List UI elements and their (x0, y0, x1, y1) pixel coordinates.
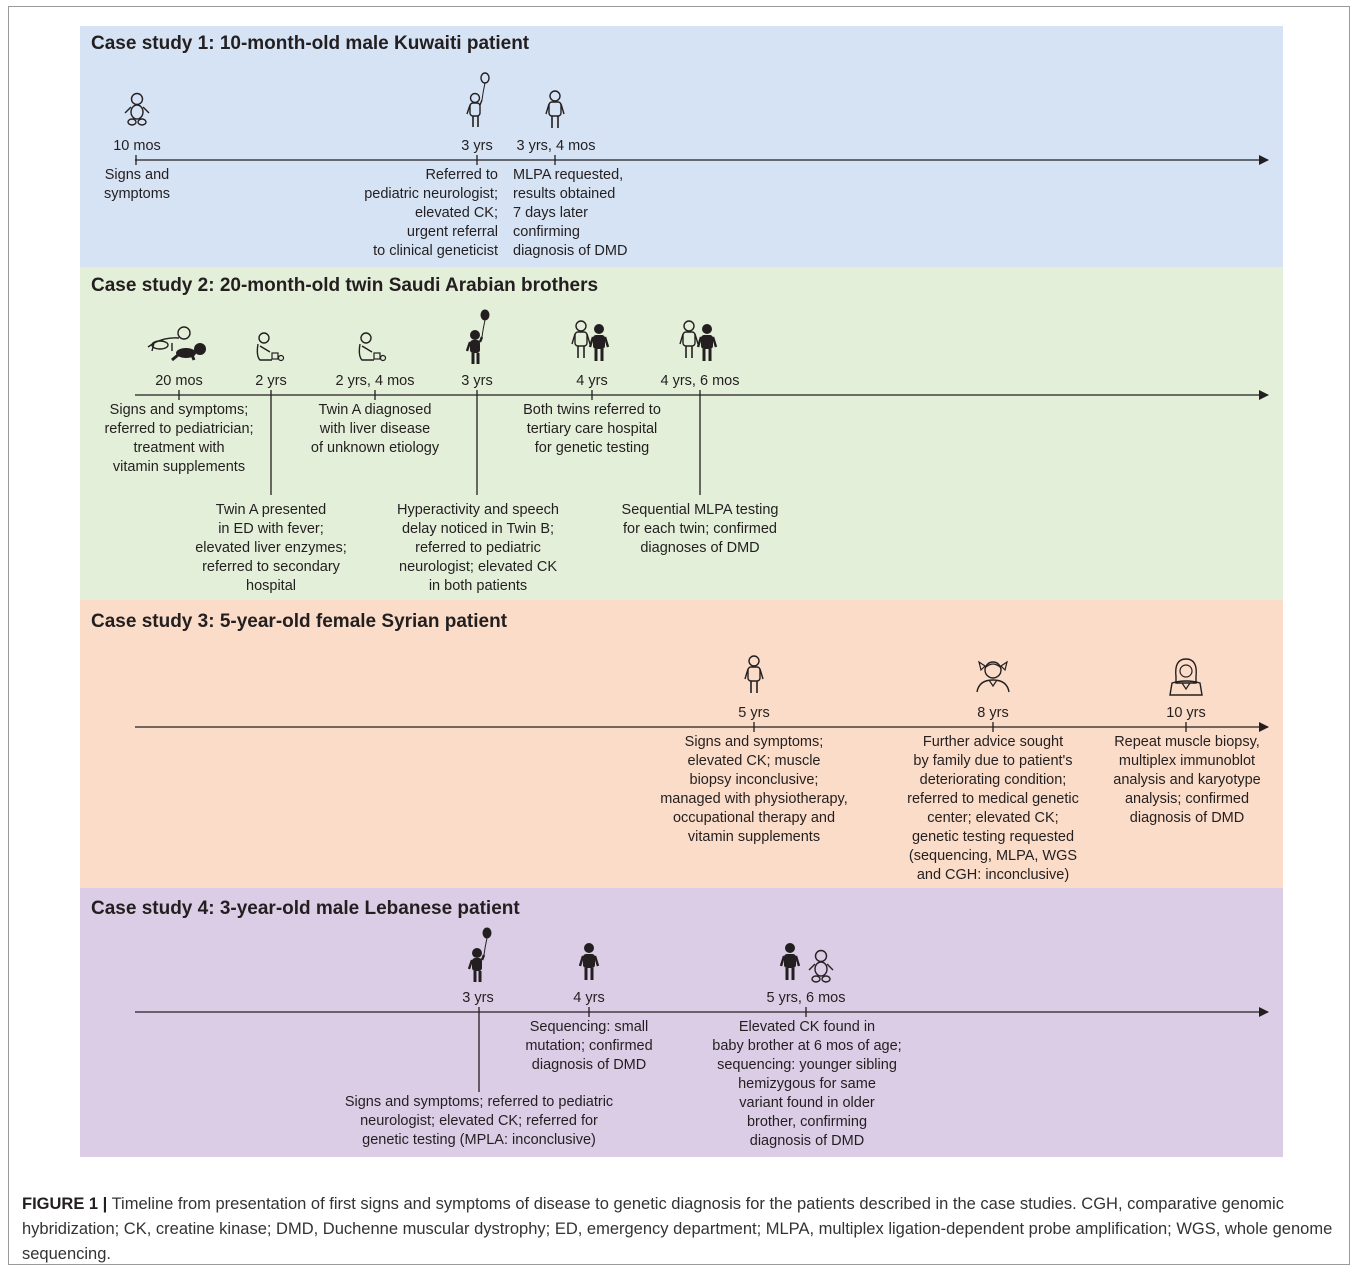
girl-pigtails-icon (976, 661, 1010, 693)
event-description: Sequential MLPA testing for each twin; c… (621, 502, 779, 556)
child-standing-outline-icon (545, 90, 565, 129)
child-balloon-filled-icon (467, 926, 493, 984)
twins-standing-icon (680, 321, 716, 361)
toddler-blocks-icon (358, 332, 387, 362)
time-label: 3 yrs (461, 138, 493, 154)
child-standing-outline-icon (744, 655, 764, 694)
time-label: 3 yrs (461, 373, 493, 389)
case-study-1-panel (80, 26, 1283, 267)
event-description: Hyperactivity and speech delay noticed i… (397, 502, 559, 594)
event-description: Signs and symptoms; referred to pediatri… (344, 1094, 614, 1148)
time-label: 3 yrs, 4 mos (516, 138, 596, 154)
figure-frame (8, 6, 1350, 1265)
case-1-title: Case study 1: 10-month-old male Kuwaiti … (91, 33, 530, 54)
time-label: 2 yrs, 4 mos (335, 373, 415, 389)
girl-long-hair-icon (1169, 658, 1203, 696)
child-standing-filled-icon (578, 941, 600, 982)
event-description: Sequencing: small mutation; confirmed di… (525, 1019, 653, 1073)
event-description: Twin A presented in ED with fever; eleva… (195, 502, 347, 594)
time-label: 5 yrs, 6 mos (766, 990, 846, 1006)
case-3-title: Case study 3: 5-year-old female Syrian p… (91, 611, 508, 632)
time-label: 8 yrs (977, 705, 1009, 721)
figure-caption: FIGURE 1 | Timeline from presentation of… (22, 1192, 1338, 1267)
baby-icon (124, 92, 150, 126)
event-description: Elevated CK found in baby brother at 6 m… (712, 1019, 902, 1149)
case-4-title: Case study 4: 3-year-old male Lebanese p… (91, 898, 520, 919)
child-balloon-filled-icon (465, 308, 491, 366)
time-label: 5 yrs (738, 705, 770, 721)
time-label: 2 yrs (255, 373, 287, 389)
twins-standing-icon (572, 321, 608, 361)
event-description: Twin A diagnosed with liver disease of u… (310, 402, 440, 456)
child-balloon-outline-icon (466, 72, 490, 128)
time-label: 3 yrs (462, 990, 494, 1006)
event-description: Further advice sought by family due to p… (907, 734, 1079, 883)
event-description: Referred to pediatric neurologist; eleva… (364, 167, 498, 259)
event-description: Signs and symptoms; referred to pediatri… (104, 402, 254, 475)
time-label: 4 yrs (576, 373, 608, 389)
time-label: 10 mos (113, 138, 161, 154)
event-description: Repeat muscle biopsy, multiplex immunobl… (1113, 734, 1261, 826)
event-description: Signs and symptoms (103, 167, 171, 202)
child-and-baby-icon (779, 941, 834, 983)
case-2-title: Case study 2: 20-month-old twin Saudi Ar… (91, 275, 599, 296)
event-description: MLPA requested, results obtained 7 days … (513, 167, 628, 259)
event-description: Signs and symptoms; elevated CK; muscle … (660, 734, 848, 845)
toddler-blocks-icon (256, 332, 285, 362)
case-study-2-panel (80, 267, 1283, 600)
event-description: Both twins referred to tertiary care hos… (523, 402, 661, 456)
caption-label: FIGURE 1 | (22, 1195, 108, 1213)
time-label: 10 yrs (1166, 705, 1206, 721)
caption-text: Timeline from presentation of first sign… (22, 1195, 1333, 1263)
time-label: 4 yrs, 6 mos (660, 373, 740, 389)
case-study-4-panel (80, 888, 1283, 1157)
crawling-twins-icon (146, 325, 208, 362)
case-study-3-panel (80, 600, 1283, 888)
time-label: 4 yrs (573, 990, 605, 1006)
time-label: 20 mos (155, 373, 203, 389)
